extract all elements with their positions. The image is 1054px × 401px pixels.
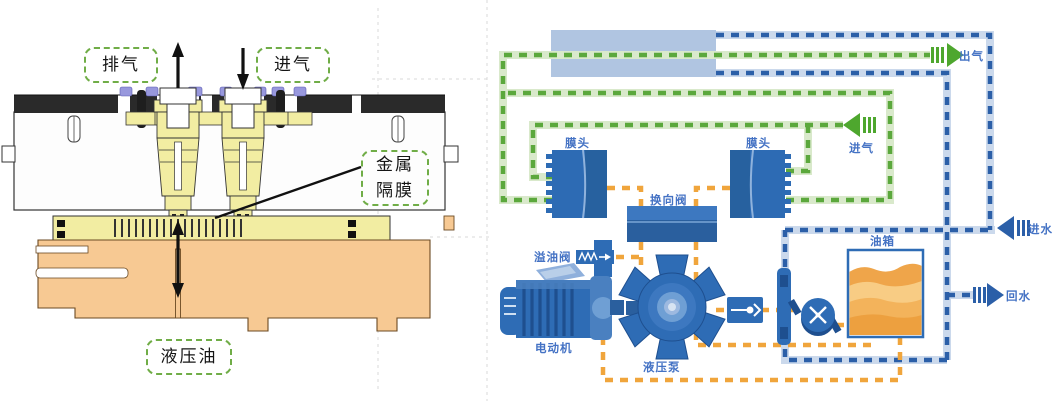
exhaust-arrow [172, 42, 184, 88]
label-gas-in: 进气 [849, 143, 874, 155]
callout-metal-diaphragm: 金属隔膜 [361, 150, 429, 206]
label-oil-tank: 油箱 [870, 236, 895, 248]
hydraulic-schematic-figure [499, 30, 1030, 383]
label-directional-valve: 换向阀 [650, 195, 688, 207]
membrane-head-left [546, 149, 607, 219]
compressor-cross-section-figure [1, 0, 489, 401]
oil-tank [846, 248, 925, 339]
label-membrane-head-right: 膜头 [746, 138, 771, 150]
water-lines [716, 31, 995, 364]
hydraulic-pump [618, 254, 726, 360]
gas-lines [499, 51, 930, 204]
label-motor: 电动机 [535, 343, 573, 355]
electric-motor [500, 263, 639, 340]
perforated-plate [52, 215, 391, 241]
label-water-in: 进水 [1028, 224, 1053, 236]
gas-out-arrow-icon [931, 43, 964, 67]
membrane-head-right [730, 149, 791, 219]
valve-deck-strip [125, 111, 313, 126]
diaphragm-callout-line [214, 165, 362, 220]
label-relief-valve: 溢油阀 [534, 252, 572, 264]
callout-hydraulic-oil: 液压油 [146, 339, 232, 375]
directional-valve [627, 206, 717, 242]
circulation-pump [787, 298, 842, 336]
water-pipe-fitting [777, 268, 791, 345]
gas-in-arrow-icon [843, 113, 876, 137]
water-return-arrow-icon [973, 283, 1004, 307]
label-gas-out: 出气 [959, 51, 984, 63]
oil-oscillation-arrow [172, 220, 184, 298]
callout-exhaust: 排气 [84, 47, 158, 83]
check-valve [727, 297, 763, 323]
relief-valve [576, 240, 614, 277]
label-water-return: 回水 [1006, 291, 1031, 303]
intake-arrow [237, 48, 249, 90]
label-hydraulic-pump: 液压泵 [643, 362, 681, 374]
water-in-arrow-icon [997, 216, 1030, 240]
label-membrane-head-left: 膜头 [565, 138, 590, 150]
callout-intake: 进气 [256, 47, 330, 83]
